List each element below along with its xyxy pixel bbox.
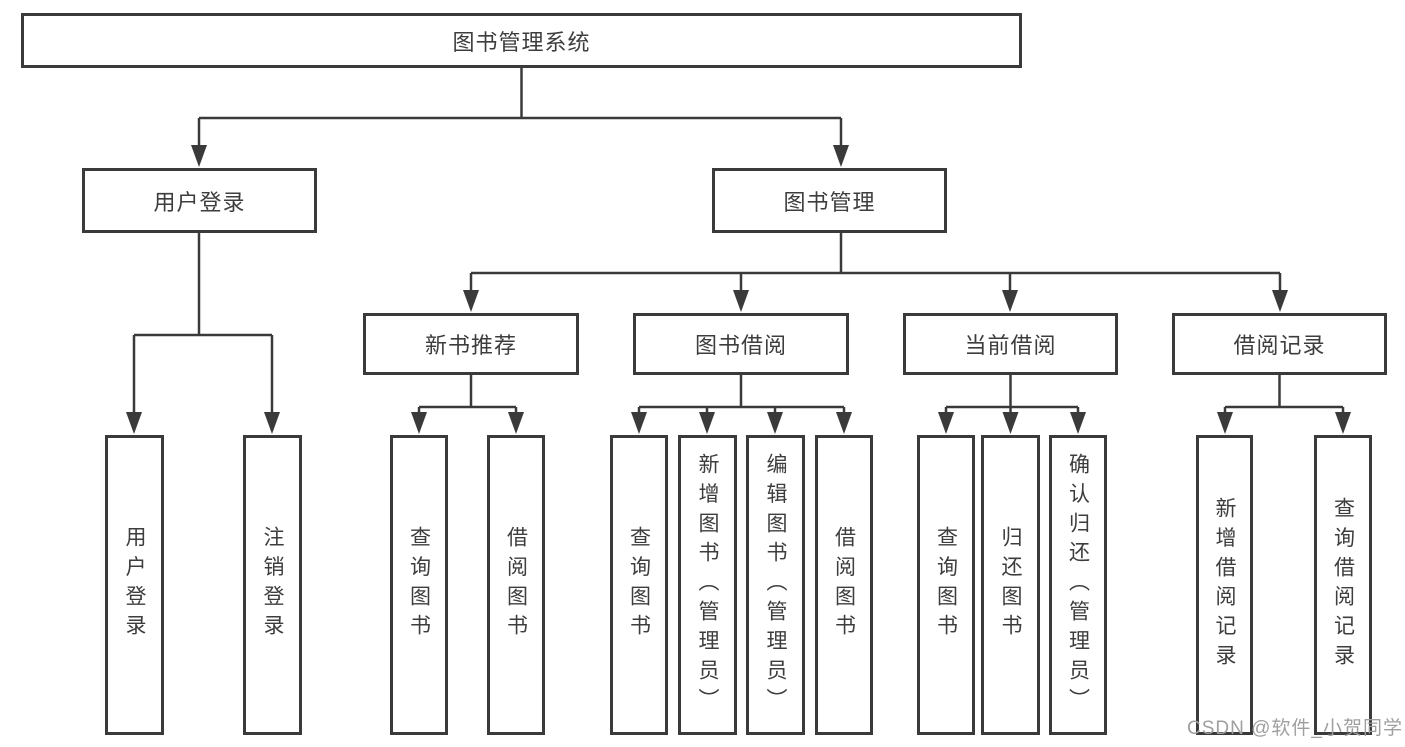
leaf-logout-label: 注销登录 (261, 526, 284, 644)
node-current-borrow-label: 当前借阅 (964, 333, 1057, 358)
leaf-query-book-recommend-label: 查询图书 (407, 526, 431, 644)
node-new-book-recommend: 新书推荐 (363, 313, 579, 375)
node-book-borrow-label: 图书借阅 (694, 333, 787, 358)
node-book-management: 图书管理 (712, 168, 947, 233)
leaf-logout: 注销登录 (243, 435, 302, 735)
leaf-query-borrow-record-label: 查询借阅记录 (1331, 496, 1355, 674)
leaf-query-borrow-record: 查询借阅记录 (1314, 435, 1372, 735)
node-borrow-record: 借阅记录 (1172, 313, 1387, 375)
node-book-borrow: 图书借阅 (633, 313, 849, 375)
leaf-query-book-borrow: 查询图书 (610, 435, 668, 735)
leaf-query-book-current-label: 查询图书 (934, 526, 958, 644)
leaf-edit-book-admin: 编辑图书（管理员） (746, 435, 805, 735)
csdn-watermark: CSDN @软件_小贺同学 (1187, 718, 1403, 739)
leaf-confirm-return-admin-label: 确认归还（管理员） (1066, 452, 1090, 718)
leaf-query-book-recommend: 查询图书 (390, 435, 448, 735)
leaf-edit-book-admin-label: 编辑图书（管理员） (764, 452, 787, 718)
leaf-borrow-book-recommend: 借阅图书 (487, 435, 545, 735)
leaf-borrow-book: 借阅图书 (815, 435, 873, 735)
node-book-management-label: 图书管理 (783, 189, 876, 215)
leaf-return-book: 归还图书 (981, 435, 1040, 735)
node-user-login-label: 用户登录 (153, 189, 246, 215)
leaf-borrow-book-recommend-label: 借阅图书 (504, 526, 528, 644)
node-new-book-recommend-label: 新书推荐 (424, 333, 517, 358)
leaf-query-book-current: 查询图书 (917, 435, 975, 735)
leaf-add-book-admin: 新增图书（管理员） (678, 435, 737, 735)
leaf-return-book-label: 归还图书 (999, 526, 1022, 644)
leaf-confirm-return-admin: 确认归还（管理员） (1049, 435, 1107, 735)
leaf-add-borrow-record-label: 新增借阅记录 (1213, 496, 1236, 674)
leaf-add-borrow-record: 新增借阅记录 (1196, 435, 1253, 735)
leaf-query-book-borrow-label: 查询图书 (627, 526, 651, 644)
node-borrow-record-label: 借阅记录 (1233, 333, 1326, 358)
leaf-user-login-label: 用户登录 (123, 526, 146, 644)
leaf-borrow-book-label: 借阅图书 (832, 526, 856, 644)
node-library-system: 图书管理系统 (21, 13, 1022, 68)
leaf-user-login: 用户登录 (105, 435, 164, 735)
node-library-system-label: 图书管理系统 (452, 29, 591, 55)
node-user-login: 用户登录 (82, 168, 317, 233)
leaf-add-book-admin-label: 新增图书（管理员） (696, 452, 719, 718)
node-current-borrow: 当前借阅 (903, 313, 1118, 375)
